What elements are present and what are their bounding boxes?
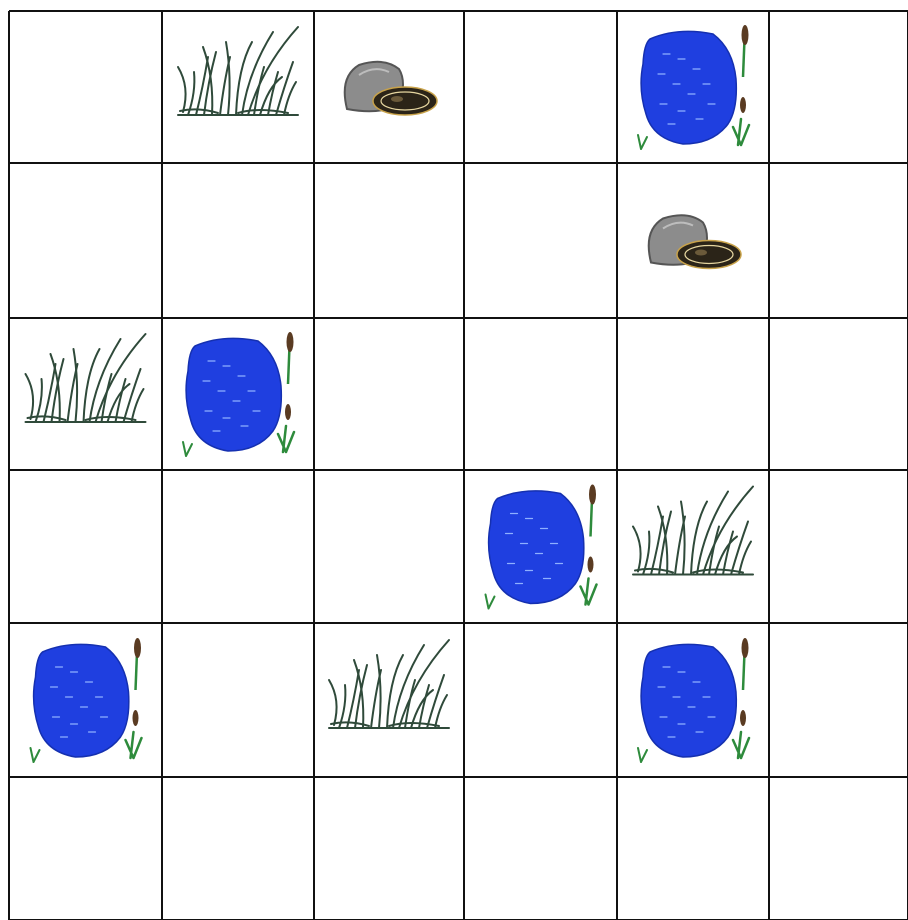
cell-r4-c5[interactable] (617, 470, 769, 623)
cell-r1-c2[interactable] (162, 11, 314, 163)
cell-r2-c2[interactable] (162, 163, 314, 318)
cell-r6-c5[interactable] (617, 777, 769, 920)
cell-r6-c1[interactable] (9, 777, 162, 920)
cell-r1-c1[interactable] (9, 11, 162, 163)
cell-r3-c6[interactable] (769, 318, 908, 470)
cell-r4-c1[interactable] (9, 470, 162, 623)
cell-r1-c4[interactable] (464, 11, 617, 163)
cell-r3-c5[interactable] (617, 318, 769, 470)
cell-r2-c3[interactable] (314, 163, 464, 318)
cell-r2-c6[interactable] (769, 163, 908, 318)
cell-r4-c3[interactable] (314, 470, 464, 623)
cell-r4-c6[interactable] (769, 470, 908, 623)
cell-r6-c4[interactable] (464, 777, 617, 920)
cell-r2-c1[interactable] (9, 163, 162, 318)
cell-r6-c2[interactable] (162, 777, 314, 920)
cell-r3-c4[interactable] (464, 318, 617, 470)
cell-r1-c3[interactable] (314, 11, 464, 163)
cell-r5-c4[interactable] (464, 623, 617, 777)
cell-r5-c3[interactable] (314, 623, 464, 777)
cell-r2-c5[interactable] (617, 163, 769, 318)
cell-r5-c6[interactable] (769, 623, 908, 777)
cell-r5-c5[interactable] (617, 623, 769, 777)
cell-r5-c2[interactable] (162, 623, 314, 777)
cell-r6-c6[interactable] (769, 777, 908, 920)
cell-r1-c5[interactable] (617, 11, 769, 163)
cell-r4-c2[interactable] (162, 470, 314, 623)
cell-r4-c4[interactable] (464, 470, 617, 623)
cell-r2-c4[interactable] (464, 163, 617, 318)
cell-r3-c1[interactable] (9, 318, 162, 470)
cell-r3-c3[interactable] (314, 318, 464, 470)
cell-r6-c3[interactable] (314, 777, 464, 920)
cell-r5-c1[interactable] (9, 623, 162, 777)
cell-r3-c2[interactable] (162, 318, 314, 470)
cell-r1-c6[interactable] (769, 11, 908, 163)
